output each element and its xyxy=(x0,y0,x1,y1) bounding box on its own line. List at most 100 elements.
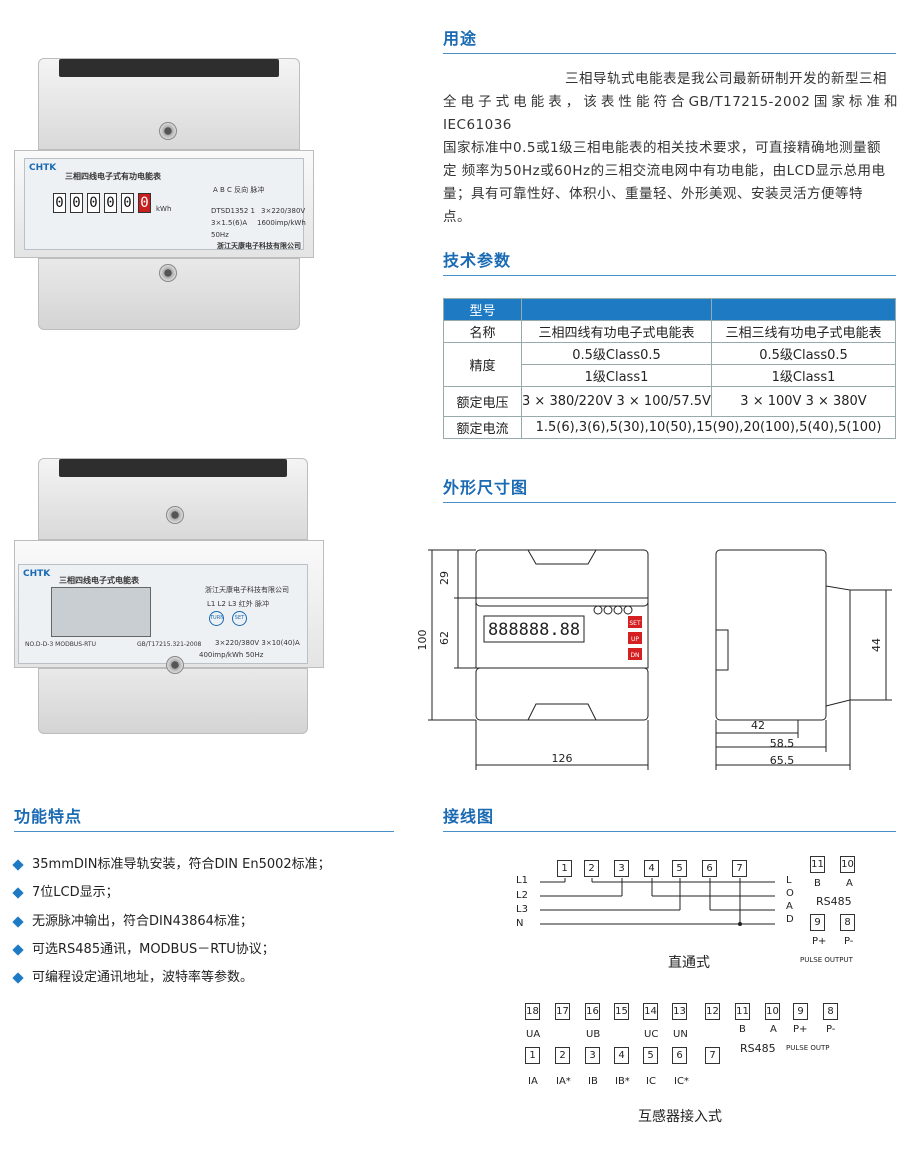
brand-logo: CHTK xyxy=(23,569,51,579)
model-label: NO.D-D-3 MODBUS-RTU xyxy=(25,641,96,648)
bullet-icon xyxy=(12,915,24,928)
table-row: 额定电压 3 × 380/220V 3 × 100/57.5V 3 × 100V… xyxy=(443,386,896,417)
line-label: L2 xyxy=(516,890,528,901)
dim-100: 100 xyxy=(418,630,429,651)
dimension-rule xyxy=(443,502,896,503)
table-row: 精度 0.5级Class0.5 0.5级Class0.5 xyxy=(443,342,896,387)
lcd-window xyxy=(51,587,151,637)
counter-digit: 0 xyxy=(70,193,83,213)
side-body xyxy=(715,549,827,721)
usage-text: 三相导轨式电能表是我公司最新研制开发的新型三相 全电子式电能表，该表性能符合GB… xyxy=(443,68,898,229)
usage-line: 国家标准中0.5或1级三相电能表的相关技术要求，可直接精确地测量额 xyxy=(443,140,882,156)
std-label: GB/T17215.321-2008 xyxy=(137,641,202,648)
dimension-drawing: 888888.88 SET UP DN 29 62 100 126 42 58.… xyxy=(418,549,892,770)
terminal: 12 xyxy=(705,1003,720,1020)
tech-title: 技术参数 xyxy=(443,251,512,270)
down-button-label: DN xyxy=(630,652,639,659)
current-label: 3×1.5(6)A xyxy=(211,219,248,227)
usage-line: 全电子式电能表，该表性能符合GB/T17215-2002国家标准和IEC6103… xyxy=(443,94,898,133)
ct-bottom-label: IA xyxy=(528,1076,538,1087)
terminal: 18 xyxy=(525,1003,540,1020)
turn-button[interactable]: TURN xyxy=(209,611,224,626)
terminal: 8 xyxy=(823,1003,838,1020)
up-button xyxy=(628,632,642,644)
feature-text: 可选RS485通讯，MODBUS－RTU协议； xyxy=(32,942,275,957)
dim-58-5: 58.5 xyxy=(770,737,795,750)
rs485-a: A xyxy=(846,878,853,889)
dimension-title: 外形尺寸图 xyxy=(443,478,529,497)
meter-title: 三相四线电子式有功电能表 xyxy=(65,172,161,181)
cell: 0.5级Class0.5 xyxy=(521,342,712,365)
cell: 3 × 100V 3 × 380V xyxy=(711,386,896,417)
brand-logo: CHTK xyxy=(29,163,57,173)
set-button[interactable]: SET xyxy=(232,611,247,626)
table-row: 1级Class1 1级Class1 xyxy=(444,364,896,387)
screw-icon xyxy=(166,656,184,674)
terminal: 5 xyxy=(672,860,687,877)
bullet-icon xyxy=(12,943,24,956)
dim-44: 44 xyxy=(870,638,883,652)
rs485-label: RS485 xyxy=(816,895,852,908)
dim-65-5: 65.5 xyxy=(770,754,795,767)
feature-item: 可编程设定通讯地址，波特率等参数。 xyxy=(12,966,253,985)
terminal: 7 xyxy=(732,860,747,877)
const-label: 1600imp/kWh xyxy=(257,219,306,227)
terminal: 1 xyxy=(525,1047,540,1064)
bullet-icon xyxy=(12,971,24,984)
terminal: 6 xyxy=(702,860,717,877)
indicator-led xyxy=(603,605,613,615)
feature-item: 无源脉冲输出，符合DIN43864标准； xyxy=(12,910,253,929)
down-button xyxy=(628,648,642,660)
terminal: 3 xyxy=(585,1047,600,1064)
terminal: 10 xyxy=(840,856,855,873)
bullet-icon xyxy=(12,886,24,899)
cell-merged: 1.5(6),3(6),5(30),10(50),15(90),20(100),… xyxy=(521,416,896,439)
meter-photo-1: CHTK 三相四线电子式有功电能表 0 0 0 0 0 0 kWh A B C … xyxy=(14,58,334,333)
junction-dot xyxy=(738,922,742,926)
terminal: 16 xyxy=(585,1003,600,1020)
header-col2 xyxy=(711,298,896,321)
feature-text: 无源脉冲输出，符合DIN43864标准； xyxy=(32,914,253,929)
indicator-led xyxy=(593,605,603,615)
cell: 3 × 380/220V 3 × 100/57.5V xyxy=(521,386,712,417)
line-label: L3 xyxy=(516,904,528,915)
ct-bottom-label: IA* xyxy=(556,1076,571,1087)
wiring-title: 接线图 xyxy=(443,807,495,826)
ct-top-label: UB xyxy=(586,1029,601,1040)
usage-line: 三相导轨式电能表是我公司最新研制开发的新型三相 xyxy=(565,71,887,87)
terminal: 9 xyxy=(810,914,825,931)
usage-title: 用途 xyxy=(443,29,478,48)
feature-item: 7位LCD显示； xyxy=(12,881,119,900)
front-top-cover xyxy=(475,549,649,607)
terminal: 8 xyxy=(840,914,855,931)
tech-rule xyxy=(443,275,896,276)
meter-bottom-cover xyxy=(38,668,308,734)
direct-wiring-lines xyxy=(540,878,775,926)
led-labels: L1 L2 L3 红外 脉冲 xyxy=(207,600,269,608)
company-label: 浙江天康电子科技有限公司 xyxy=(217,242,301,250)
cell: 1级Class1 xyxy=(711,364,896,387)
cell: 三相四线有功电子式电能表 xyxy=(521,320,712,343)
set-button-label: SET xyxy=(629,620,641,627)
row-label: 精度 xyxy=(443,342,522,387)
terminal: 6 xyxy=(672,1047,687,1064)
cell: 0.5级Class0.5 xyxy=(711,342,896,365)
screw-icon xyxy=(166,506,184,524)
usage-line: 定 频率为50Hz或60Hz的三相交流电网中有功电能，由LCD显示总用电 xyxy=(443,163,886,179)
header-model: 型号 xyxy=(443,298,522,321)
front-lcd xyxy=(483,615,585,643)
cell: 三相三线有功电子式电能表 xyxy=(711,320,896,343)
meter-top-cover xyxy=(38,458,308,540)
model-label: DTSD1352 1 xyxy=(211,207,255,215)
ct-bottom-label: IB* xyxy=(615,1076,630,1087)
up-button-label: UP xyxy=(631,636,639,643)
table-row: 额定电流 1.5(6),3(6),5(30),10(50),15(90),20(… xyxy=(443,416,896,439)
ct-pplus-label: P+ xyxy=(793,1024,808,1035)
terminal: 4 xyxy=(644,860,659,877)
side-protrusion xyxy=(825,585,851,707)
meter-title: 三相四线电子式电能表 xyxy=(59,576,139,585)
load-label: A xyxy=(786,901,793,912)
screw-icon xyxy=(159,122,177,140)
bullet-icon xyxy=(12,858,24,871)
ct-pulse-label: PULSE OUTP xyxy=(786,1044,830,1052)
